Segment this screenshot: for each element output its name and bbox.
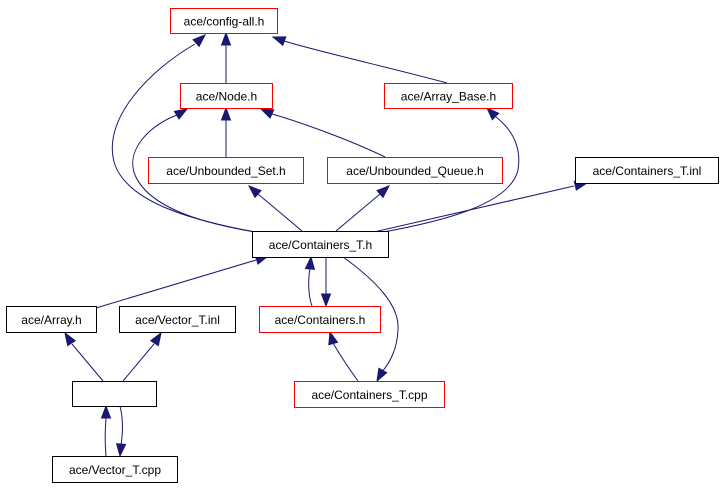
node-node-h[interactable]: ace/Node.h [180,83,273,109]
edge-line [308,267,313,307]
node-label: ace/Array.h [21,313,81,327]
node-unbounded-set[interactable]: ace/Unbounded_Set.h [148,157,304,184]
arrowhead-icon [149,331,162,347]
node-box[interactable] [52,456,178,483]
node-label: ace/Containers.h [275,313,366,327]
node-box[interactable] [6,306,97,333]
edge-containers-t-h-to-unbounded-queue [335,185,391,232]
edge-containers-t-h-to-array-base [377,106,520,234]
edge-line [342,256,399,373]
node-box[interactable] [575,157,719,184]
node-array-base[interactable]: ace/Array_Base.h [384,83,513,109]
edge-line [122,343,155,382]
edge-line [377,116,520,234]
edge-line [119,405,123,446]
arrowhead-icon [192,34,207,48]
node-unbounded-queue[interactable]: ace/Unbounded_Queue.h [327,157,503,184]
edge-containers-t-cpp-to-containers-h [328,330,359,382]
edge-line [283,40,448,84]
node-vector-t-h[interactable]: Vector_T.h [72,381,157,407]
node-config-all[interactable]: ace/config-all.h [170,8,278,34]
node-label: ace/Containers_T.h [269,238,372,252]
node-box[interactable] [119,306,236,333]
edge-line [373,185,575,233]
node-label: ace/Array_Base.h [401,90,496,104]
edge-line [71,343,104,382]
node-label: ace/Vector_T.inl [135,313,220,327]
arrowhead-icon [259,108,275,119]
edge-containers-t-h-to-containers-t-inl [373,180,589,233]
arrowhead-icon [320,293,332,308]
edge-containers-t-h-to-containers-t-cpp [342,256,399,383]
node-label: ace/config-all.h [184,15,265,29]
edge-vector-t-cpp-to-vector-t-h [100,404,112,457]
edge-line [111,43,261,234]
node-box[interactable] [259,306,381,333]
edge-containers-t-h-to-containers-h [320,257,332,308]
node-box[interactable] [327,157,503,184]
node-box[interactable] [148,157,304,184]
arrowhead-icon [328,330,339,346]
arrowhead-icon [304,255,316,270]
arrowhead-icon [220,31,232,46]
node-vector-t-inl[interactable]: ace/Vector_T.inl [119,306,236,333]
node-box[interactable] [180,83,273,109]
edge-line [95,259,257,309]
edge-line [332,342,359,382]
node-box[interactable] [252,231,389,258]
arrowhead-icon [271,36,287,47]
arrowhead-icon [115,443,127,458]
edge-unbounded-set-to-node-h [220,106,232,157]
node-box[interactable] [72,381,157,407]
node-containers-t-h[interactable]: ace/Containers_T.h [252,231,389,258]
arrowhead-icon [220,106,232,121]
arrowhead-icon [376,367,388,383]
edge-array-h-to-containers-t-h [95,254,270,309]
node-box[interactable] [294,381,445,408]
arrowhead-icon [247,185,262,199]
node-label: ace/Vector_T.cpp [69,463,161,477]
edge-vector-t-h-to-array-h [64,331,104,382]
edge-line [257,193,303,232]
edge-array-base-to-config-all [271,36,448,84]
arrowhead-icon [100,404,112,419]
node-array-h[interactable]: ace/Array.h [6,306,97,333]
edge-vector-t-h-to-vector-t-cpp [115,405,127,458]
node-label: ace/Containers_T.inl [593,164,702,178]
edge-line [104,417,107,457]
arrowhead-icon [173,108,189,120]
edge-unbounded-queue-to-node-h [259,108,386,158]
edge-node-h-to-config-all [220,31,232,83]
edge-line [271,113,386,158]
node-label: ace/Containers_T.cpp [311,388,427,402]
edge-containers-t-h-to-unbounded-set [247,185,303,232]
node-label: Vector_T.h [86,388,143,402]
arrowhead-icon [64,331,77,347]
node-containers-h[interactable]: ace/Containers.h [259,306,381,333]
node-containers-t-cpp[interactable]: ace/Containers_T.cpp [294,381,445,408]
edge-line [335,193,381,232]
edge-containers-t-h-to-node-h [132,108,263,234]
edge-line [132,114,263,234]
nodes-layer: ace/config-all.h ace/Node.h ace/Array_Base… [6,8,719,483]
node-box[interactable] [384,83,513,109]
arrowhead-icon [485,106,500,121]
edge-containers-t-h-to-config-all [111,34,261,234]
node-label: ace/Unbounded_Queue.h [346,164,483,178]
node-label: ace/Node.h [196,90,257,104]
edges-layer [64,31,589,458]
node-vector-t-cpp[interactable]: ace/Vector_T.cpp [52,456,178,483]
node-box[interactable] [170,8,278,34]
edge-vector-t-h-to-vector-t-inl [122,331,162,382]
node-label: ace/Unbounded_Set.h [166,164,285,178]
node-containers-t-inl[interactable]: ace/Containers_T.inl [575,157,719,184]
arrowhead-icon [376,185,391,199]
edge-containers-h-to-containers-t-h [304,255,316,307]
